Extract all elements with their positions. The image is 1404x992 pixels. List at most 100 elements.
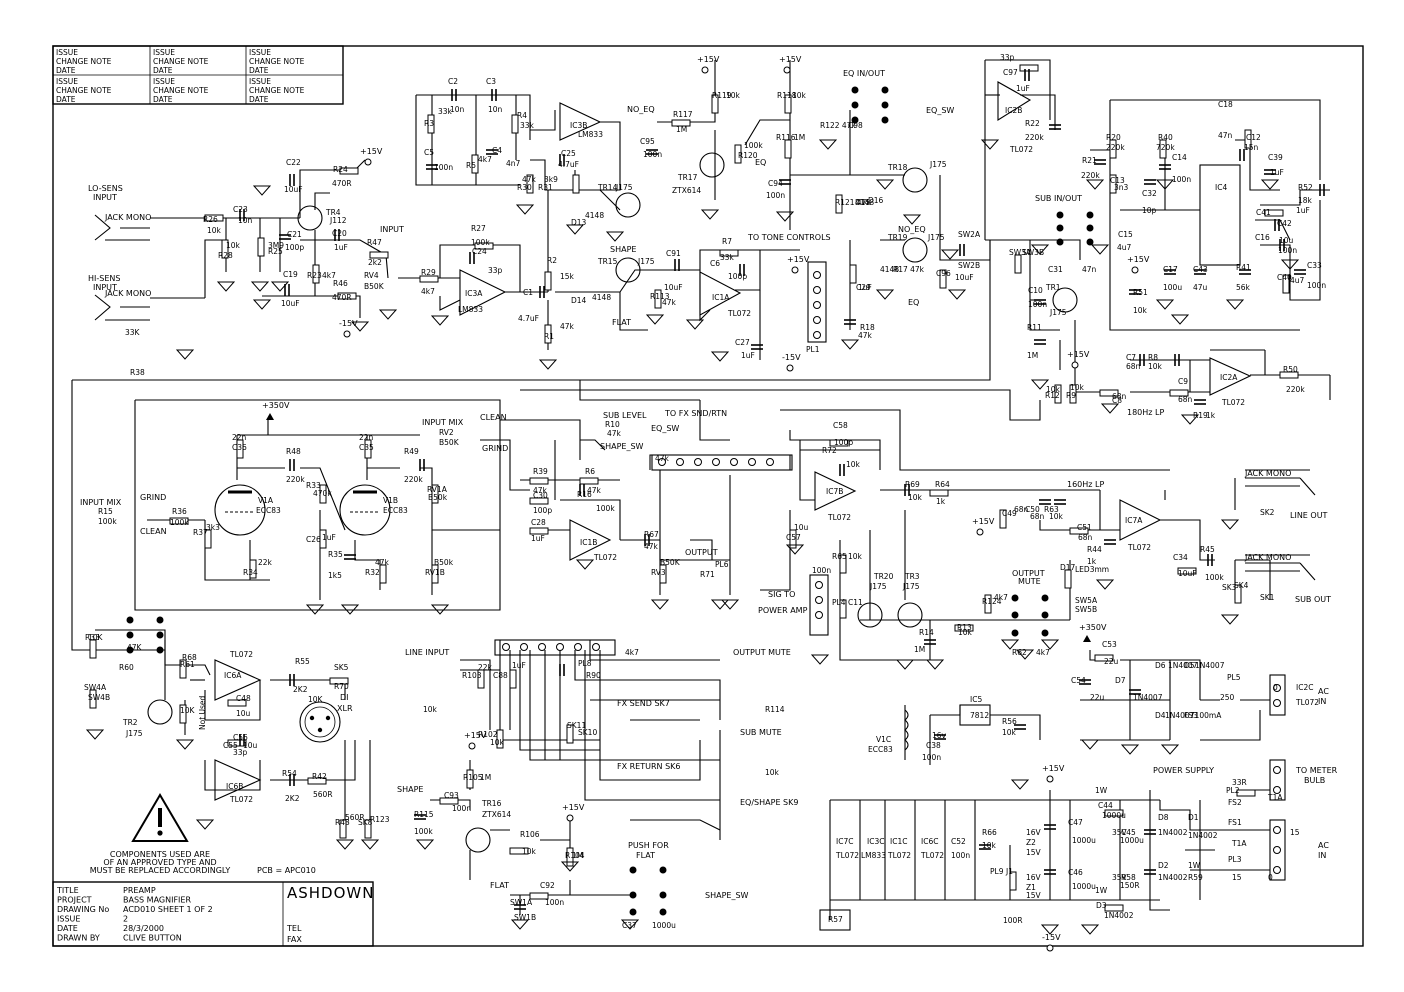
issue-cell-label: CHANGE NOTE — [249, 57, 305, 66]
component-label: R119 — [712, 91, 732, 100]
component-label: SK2 — [1260, 508, 1275, 517]
issue-cell-label: DATE — [153, 66, 173, 75]
component-label: C9 — [1178, 377, 1188, 386]
resistor-icon — [659, 564, 667, 584]
resistor-icon — [204, 214, 224, 222]
component-label: 1uF — [334, 243, 348, 252]
component-label: 560R — [345, 813, 365, 822]
ac-in-label-3: AC — [1318, 841, 1329, 850]
component-label: R117 — [673, 110, 693, 119]
component-label: PL4 — [832, 598, 846, 607]
component-label: C5 — [424, 148, 434, 157]
ground-icon — [710, 351, 730, 362]
ground-icon — [1260, 179, 1280, 190]
component-label: C45 — [1121, 828, 1136, 837]
ground-icon — [378, 309, 398, 320]
resistor-icon — [496, 729, 504, 749]
resistor-icon — [1069, 384, 1077, 404]
component-label: SK5 — [334, 663, 349, 672]
component-label: 10u — [1279, 236, 1294, 245]
component-label: C15 — [1118, 230, 1133, 239]
component-label: 100n — [812, 566, 831, 575]
capacitor-icon — [979, 844, 991, 850]
component-label: TL072 — [593, 553, 617, 562]
resistor-icon — [789, 529, 797, 549]
supply-marker: +15V — [360, 147, 383, 166]
component-label: IC2A — [1220, 373, 1238, 382]
ground-icon — [1225, 299, 1245, 310]
component-label: C50 — [1025, 505, 1040, 514]
component-label: SK10 — [578, 728, 597, 737]
transistor-tr14 — [615, 192, 641, 218]
component-label: Z2 — [1026, 838, 1036, 847]
component-label: C20 — [332, 229, 347, 238]
component-label: TR19 — [887, 233, 908, 242]
component-label: C10 — [1028, 286, 1043, 295]
component-label: 100n — [951, 851, 970, 860]
switch-contact — [1086, 238, 1094, 246]
component-label: 10k — [1133, 306, 1148, 315]
component-label: 47k — [375, 558, 390, 567]
component-label: 33p — [233, 748, 248, 757]
component-label: TL072 — [1127, 543, 1151, 552]
switch-contact — [881, 101, 889, 109]
component-label: D7 — [1115, 676, 1126, 685]
component-label: 1W — [1095, 786, 1108, 795]
component-label: 100u — [1163, 283, 1182, 292]
component-label: 10k — [792, 91, 807, 100]
component-label: 220k — [1081, 171, 1100, 180]
component-label: C8 — [1112, 396, 1122, 405]
component-label: SW2A — [958, 230, 981, 239]
resistor-icon — [1244, 129, 1252, 149]
component-label: R3 — [424, 119, 434, 128]
ground-icon — [415, 839, 435, 850]
resistor-icon — [529, 527, 549, 535]
component-label: LM833 — [861, 851, 886, 860]
component-label: J175 — [927, 233, 945, 242]
component-label: 4.7uF — [518, 314, 539, 323]
ground-icon — [430, 315, 450, 326]
switch-contact — [659, 908, 667, 916]
opamp-ic3b — [559, 102, 602, 141]
component-label: R72 — [822, 446, 837, 455]
component-label: 220k — [404, 475, 423, 484]
component-label: C24 — [472, 247, 487, 256]
component-label: SW2B — [958, 261, 980, 270]
component-label: R19 — [1193, 411, 1208, 420]
component-label: 22u — [1104, 657, 1119, 666]
component-label: 4148 — [855, 198, 874, 207]
ground-icon — [565, 224, 585, 235]
component-label: R4 — [517, 111, 527, 120]
component-label: C93 — [444, 791, 459, 800]
component-label: IC3C — [867, 837, 884, 846]
connector-pin — [592, 643, 600, 651]
resistor-icon — [1234, 584, 1242, 604]
capacitor-icon — [1144, 869, 1156, 875]
component-label: R9 — [1066, 391, 1076, 400]
transistor-tr20 — [857, 602, 883, 628]
component-label: B50k — [428, 493, 448, 502]
component-label: C34 — [1173, 553, 1188, 562]
capacitor-icon — [1094, 159, 1106, 165]
title-row-label: DRAWN BY — [57, 934, 100, 943]
component-label: IC1A — [712, 293, 730, 302]
ground-icon — [85, 729, 105, 740]
component-label: 10n — [488, 105, 503, 114]
component-label: R45 — [1200, 545, 1215, 554]
opamp-ic2a — [1209, 357, 1252, 396]
ground-icon — [875, 179, 895, 190]
supply-marker: -15V — [1042, 933, 1061, 952]
component-label: SK4 — [1234, 581, 1249, 590]
component-label: R24 — [333, 165, 348, 174]
resistor-icon — [419, 275, 439, 283]
capacitor-icon — [1164, 269, 1176, 275]
component-label: 3k9 — [544, 175, 558, 184]
lo-sens-label-1: LO-SENS — [88, 184, 123, 193]
capacitor-icon — [289, 774, 295, 786]
component-label: 10uF — [955, 273, 974, 282]
capacitor-icon — [1319, 184, 1325, 196]
ground-icon — [1220, 519, 1240, 530]
component-label: 56k — [1236, 283, 1251, 292]
resistor-icon — [431, 484, 439, 504]
component-label: D17 — [1060, 563, 1076, 572]
